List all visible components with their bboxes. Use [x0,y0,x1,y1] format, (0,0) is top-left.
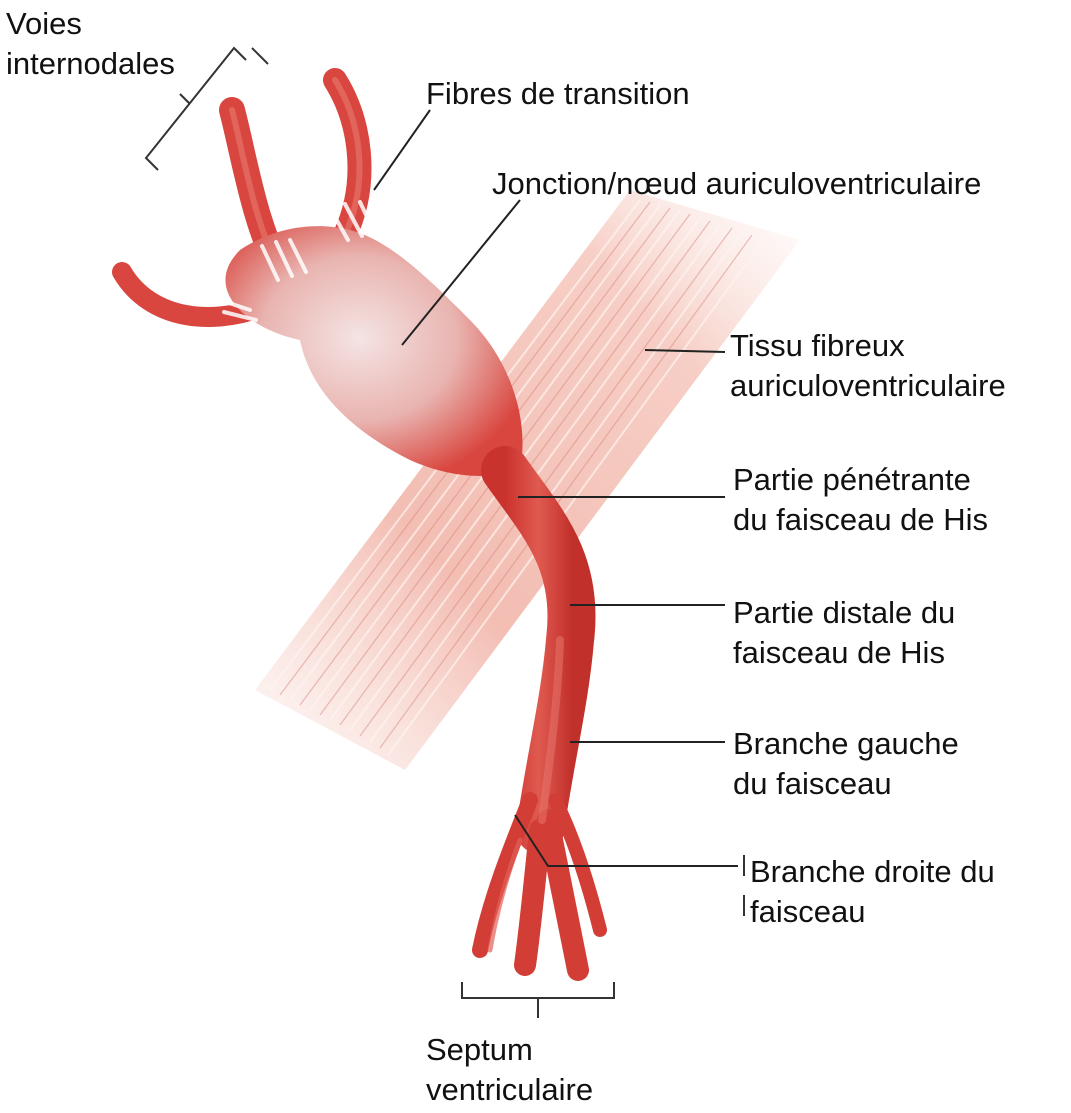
septum-bracket [462,982,614,1018]
label-tissu-fibreux: Tissu fibreux auriculoventriculaire [730,326,1006,406]
label-fibres-transition: Fibres de transition [426,74,690,114]
leader-fibres-transition [374,110,430,190]
label-septum-ventriculaire: Septum ventriculaire [426,1030,593,1110]
label-voies-internodales: Voies internodales [6,4,175,84]
label-jonction-av: Jonction/nœud auriculoventriculaire [492,164,981,204]
label-partie-penetrante: Partie pénétrante du faisceau de His [733,460,988,540]
label-partie-distale: Partie distale du faisceau de His [733,593,955,673]
label-branche-droite: Branche droite du faisceau [750,852,995,932]
label-branche-gauche: Branche gauche du faisceau [733,724,959,804]
